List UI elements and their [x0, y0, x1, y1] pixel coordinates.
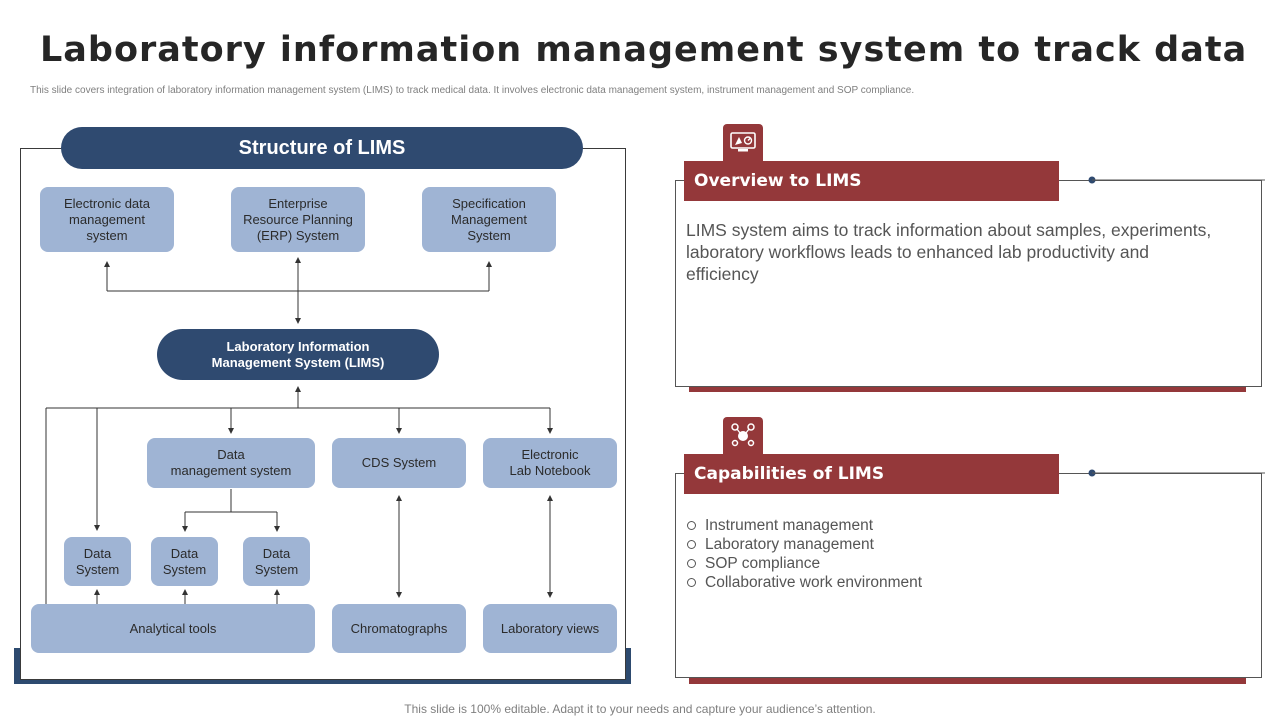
overview-connector — [1088, 176, 1265, 184]
list-item: Instrument management — [686, 516, 922, 535]
capabilities-icon-tab — [723, 417, 763, 457]
list-item: SOP compliance — [686, 554, 922, 573]
cds-system-box: CDS System — [332, 438, 466, 488]
data-system-box-3: Data System — [243, 537, 310, 586]
specification-management-box: Specification Management System — [422, 187, 556, 252]
capabilities-card-shadow — [689, 676, 1246, 684]
network-people-icon — [730, 422, 756, 453]
page-title: Laboratory information management system… — [40, 30, 1248, 70]
electronic-data-management-box: Electronic data management system — [40, 187, 174, 252]
capabilities-connector — [1088, 469, 1265, 477]
data-system-box-1: Data System — [64, 537, 131, 586]
chromatographs-box: Chromatographs — [332, 604, 466, 653]
analytical-tools-box: Analytical tools — [31, 604, 315, 653]
page-footer: This slide is 100% editable. Adapt it to… — [404, 702, 876, 716]
lims-center-node: Laboratory Information Management System… — [157, 329, 439, 380]
structure-header: Structure of LIMS — [61, 127, 583, 169]
bullet-icon — [687, 559, 696, 568]
overview-label: Overview to LIMS — [684, 161, 1059, 201]
page-subtitle: This slide covers integration of laborat… — [30, 85, 915, 96]
lab-microscope-icon — [730, 131, 756, 158]
list-item: Laboratory management — [686, 535, 922, 554]
bullet-icon — [687, 521, 696, 530]
overview-text: LIMS system aims to track information ab… — [686, 220, 1212, 284]
erp-system-box: Enterprise Resource Planning (ERP) Syste… — [231, 187, 365, 252]
overview-card — [675, 180, 1262, 387]
laboratory-views-box: Laboratory views — [483, 604, 617, 653]
overview-card-shadow — [689, 384, 1246, 392]
list-item: Collaborative work environment — [686, 573, 922, 592]
bullet-icon — [687, 578, 696, 587]
bullet-icon — [687, 540, 696, 549]
capabilities-label: Capabilities of LIMS — [684, 454, 1059, 494]
data-system-box-2: Data System — [151, 537, 218, 586]
capabilities-list: Instrument management Laboratory managem… — [686, 516, 922, 592]
overview-icon-tab — [723, 124, 763, 164]
electronic-lab-notebook-box: Electronic Lab Notebook — [483, 438, 617, 488]
data-management-system-box: Data management system — [147, 438, 315, 488]
